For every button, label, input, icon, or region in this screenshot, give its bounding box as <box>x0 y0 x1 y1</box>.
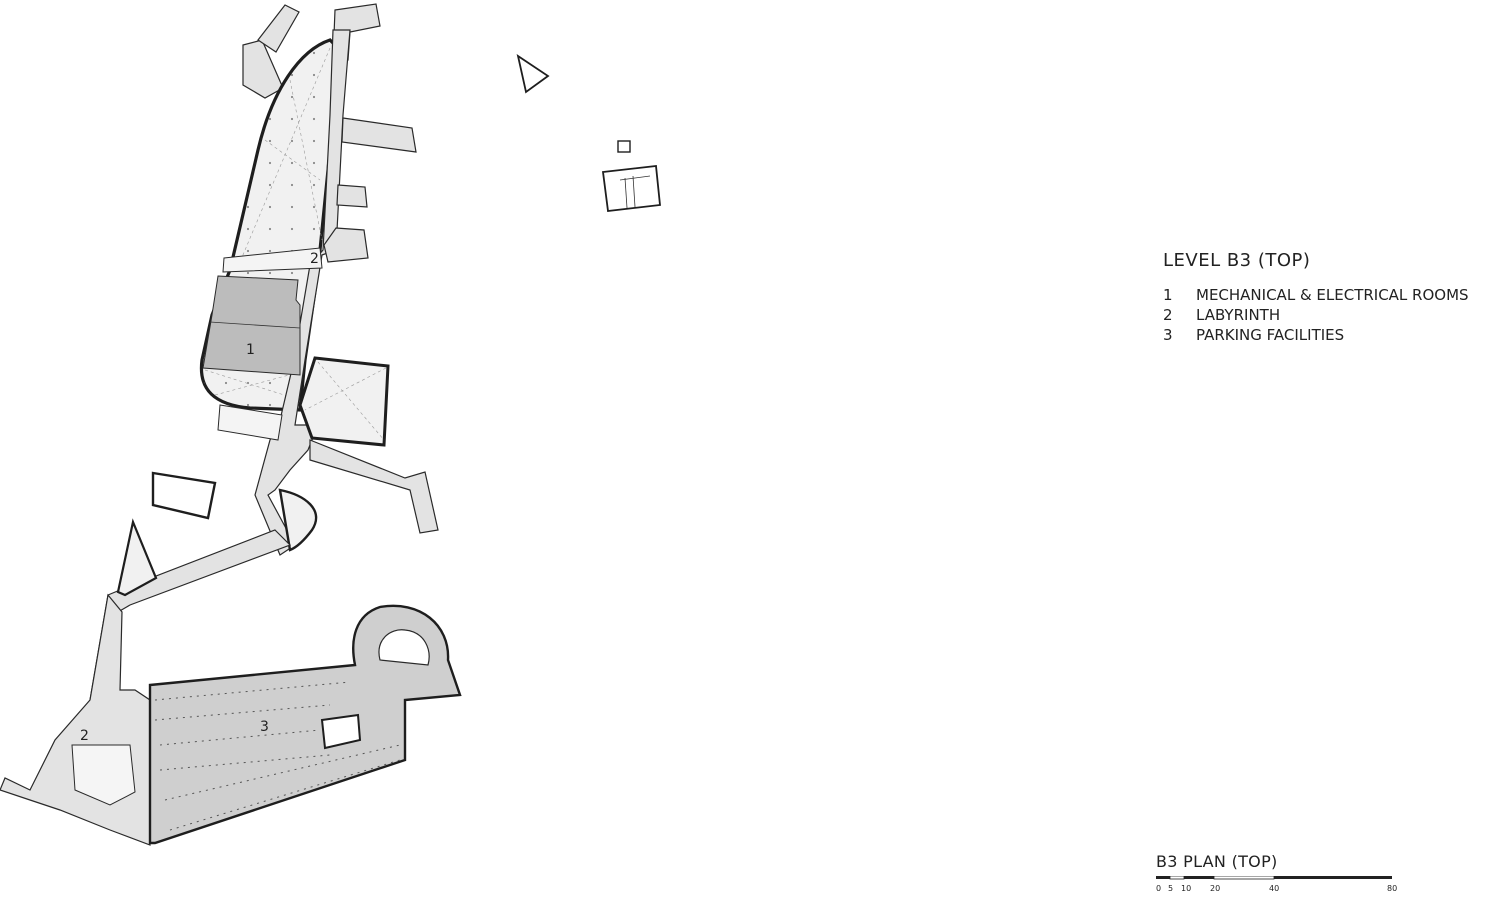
legend: LEVEL B3 (TOP) 1 MECHANICAL & ELECTRICAL… <box>1163 250 1498 345</box>
scale-tick: 20 <box>1210 884 1220 893</box>
stub-east-3 <box>323 227 369 263</box>
stub-east-2 <box>336 184 368 208</box>
labyrinth-south <box>0 593 151 846</box>
legend-item-number: 2 <box>1163 306 1173 324</box>
stub-north <box>257 4 300 53</box>
stub-east-1 <box>341 117 417 153</box>
legend-item: 3 PARKING FACILITIES <box>1163 325 1498 345</box>
legend-item-number: 1 <box>1163 286 1173 304</box>
south-west-room <box>217 404 283 441</box>
parking-core <box>320 713 362 750</box>
south-west-core <box>71 744 136 806</box>
scale-bar: 0 5 10 20 40 80 <box>1156 876 1397 893</box>
legend-title: LEVEL B3 (TOP) <box>1163 250 1311 271</box>
cross-band <box>222 247 323 273</box>
scale-tick: 0 <box>1156 884 1161 893</box>
legend-item-label: MECHANICAL & ELECTRICAL ROOMS <box>1196 286 1469 304</box>
legend-item: 2 LABYRINTH <box>1163 305 1498 325</box>
plan-title: B3 PLAN (TOP) <box>1156 852 1278 871</box>
mech-rooms <box>202 275 301 376</box>
legend-item-label: PARKING FACILITIES <box>1196 326 1345 344</box>
hall-guide-lines <box>204 47 331 401</box>
detached-room <box>151 471 217 520</box>
scale-tick: 10 <box>1181 884 1191 893</box>
area-label-labyrinth-top: 2 <box>310 251 319 267</box>
spine-bump <box>278 488 318 552</box>
scale-tick: 80 <box>1387 884 1397 893</box>
mech-divider <box>209 321 301 329</box>
legend-item: 1 MECHANICAL & ELECTRICAL ROOMS <box>1163 285 1498 305</box>
ne-triangle <box>516 54 550 94</box>
ne-building-inner <box>619 175 651 209</box>
ne-small-box <box>617 140 631 153</box>
wedge-room <box>116 518 158 597</box>
area-label-labyrinth-bottom: 2 <box>80 728 89 744</box>
ne-building <box>601 165 661 212</box>
parking-ramp <box>378 629 430 666</box>
east-room <box>298 356 390 447</box>
legend-item-label: LABYRINTH <box>1196 306 1281 324</box>
area-label-mech: 1 <box>246 342 255 358</box>
parking-area <box>148 604 462 845</box>
east-room-lines <box>304 361 387 441</box>
scale-tick: 5 <box>1168 884 1173 893</box>
east-arm <box>309 439 439 534</box>
legend-item-number: 3 <box>1163 326 1173 344</box>
area-label-parking: 3 <box>260 719 269 735</box>
scale-tick: 40 <box>1269 884 1279 893</box>
parking-rows <box>154 681 401 831</box>
